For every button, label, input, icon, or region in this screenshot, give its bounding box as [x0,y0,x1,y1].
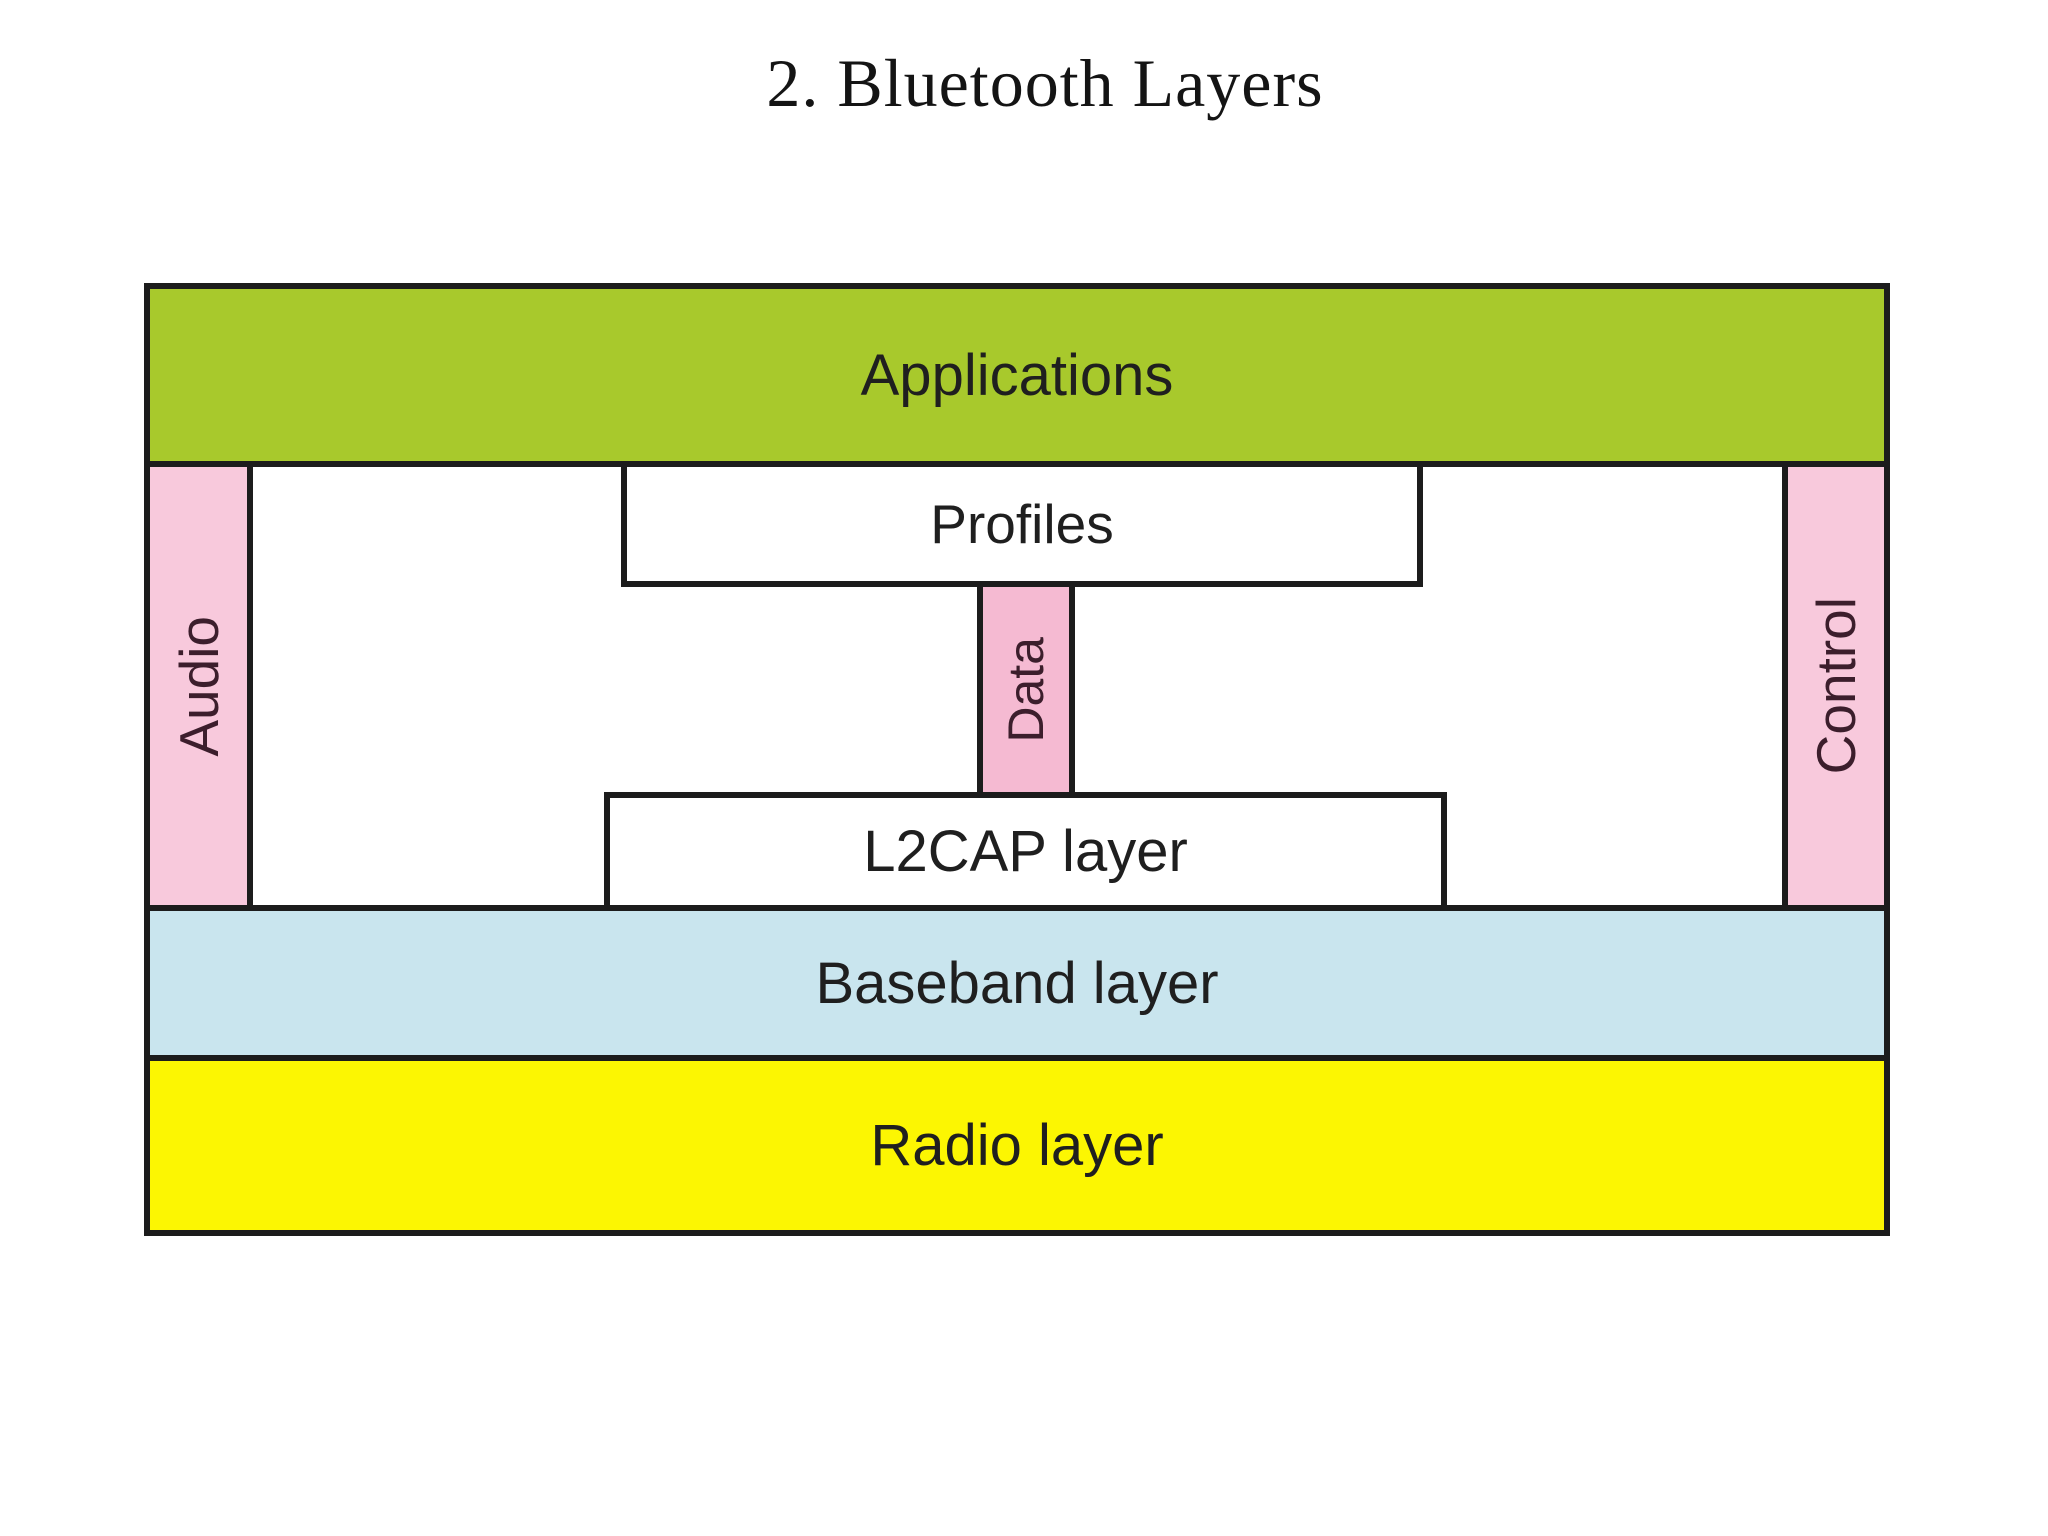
slide-title: 2. Bluetooth Layers [766,45,1324,121]
profiles-label: Profiles [930,493,1114,555]
baseband-layer: Baseband layer [150,905,1884,1055]
applications-layer: Applications [150,289,1884,467]
radio-label: Radio layer [870,1113,1164,1178]
profiles-box: Profiles [621,467,1423,587]
l2cap-layer-box: L2CAP layer [604,792,1447,905]
radio-layer: Radio layer [150,1055,1884,1230]
audio-channel-bar: Audio [150,467,253,905]
data-label: Data [998,636,1054,743]
l2cap-label: L2CAP layer [863,819,1188,884]
control-channel-bar: Control [1782,467,1884,905]
audio-label: Audio [167,615,230,757]
applications-label: Applications [860,342,1174,408]
bluetooth-stack-diagram: Applications Audio Profiles Data L2CAP l… [144,283,1890,1236]
middle-section: Audio Profiles Data L2CAP layer Control [150,467,1884,905]
control-label: Control [1805,597,1867,775]
baseband-label: Baseband layer [815,950,1219,1016]
data-channel-bar: Data [977,587,1075,792]
